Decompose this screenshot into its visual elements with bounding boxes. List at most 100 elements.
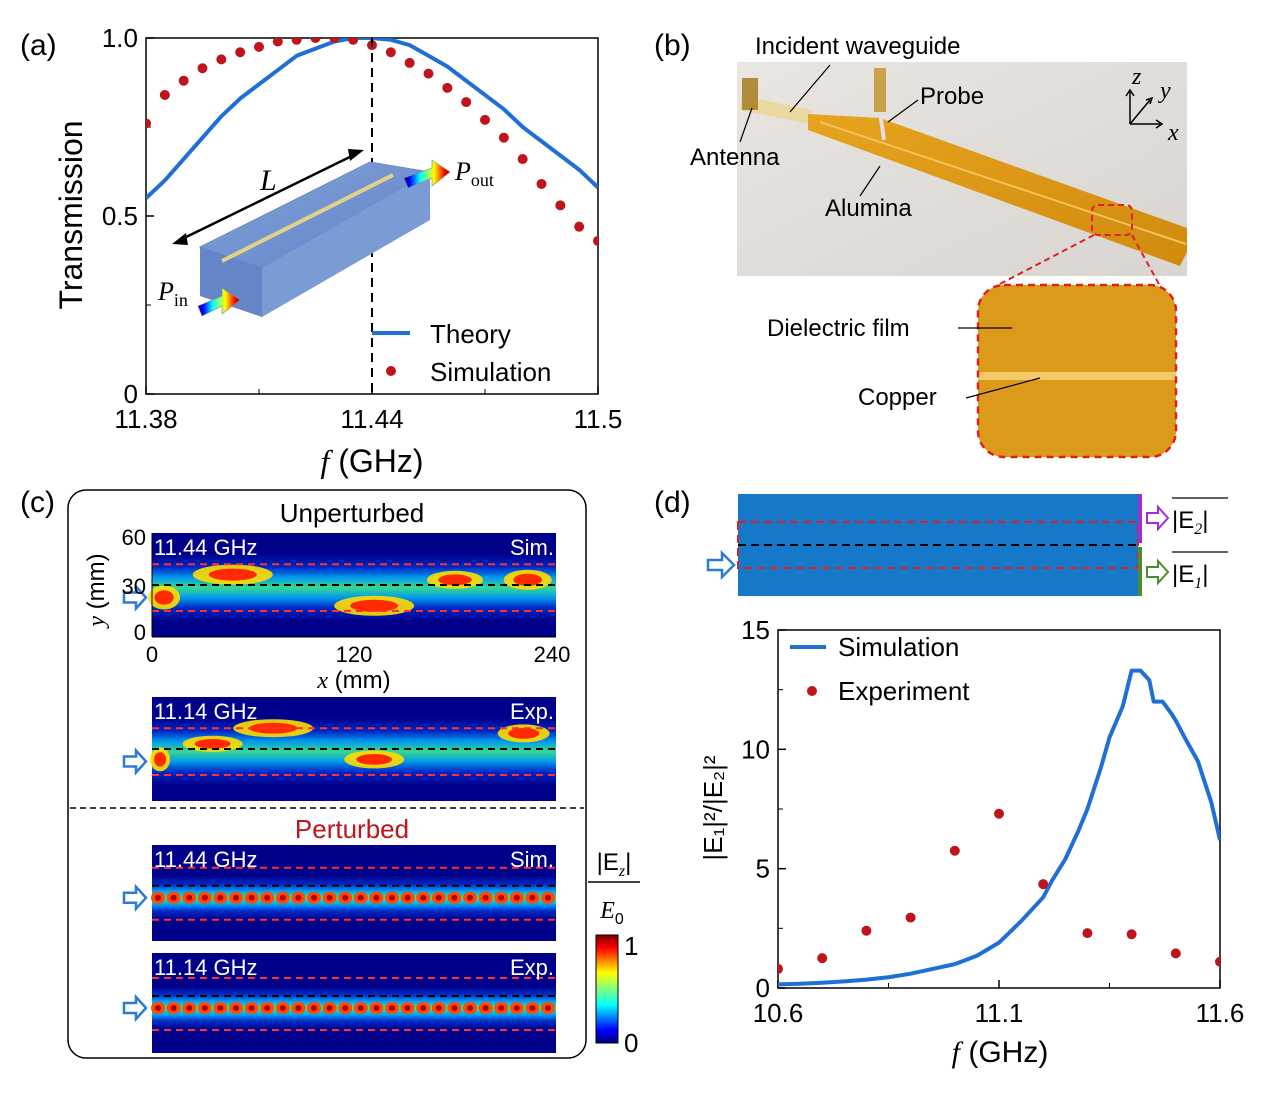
- input-arrow-icon: [706, 549, 736, 581]
- map-frequency-label: 11.44 GHz: [154, 847, 258, 872]
- x-tick-120: 120: [336, 642, 373, 667]
- x-tick-label: 10.6: [753, 998, 804, 1028]
- dielectric-film-label: Dielectric film: [767, 315, 910, 342]
- field-hotspot-core: [201, 1005, 208, 1011]
- data-point-simulation: [423, 68, 434, 79]
- unperturbed-title: Unperturbed: [280, 498, 425, 528]
- map-axes: 60 30 0 y (mm) 0 120 240 x (mm): [83, 525, 570, 694]
- probe-label: Probe: [920, 83, 984, 110]
- incident-waveguide-pointer: [789, 64, 831, 113]
- y-tick-label: 1.0: [102, 23, 138, 53]
- field-hotspot-core: [482, 894, 489, 901]
- field-hotspot-core: [217, 894, 224, 901]
- zoom-inset-border: [976, 283, 1178, 459]
- data-point-simulation: [480, 114, 490, 125]
- data-point-experiment: [1215, 956, 1220, 967]
- field-hotspot-core: [420, 1005, 427, 1011]
- data-point-simulation: [555, 200, 566, 211]
- field-hotspot-core: [467, 894, 473, 901]
- field-hotspot-core: [498, 894, 505, 901]
- x-tick-label: 11.6: [1196, 998, 1245, 1028]
- data-point-simulation: [404, 57, 415, 68]
- copper-pointer: [965, 377, 1041, 399]
- legend-sim-label: Simulation: [838, 632, 959, 662]
- field-hotspot-core: [295, 1005, 302, 1011]
- e1-label: |E1|: [1172, 561, 1208, 592]
- alumina-pointer: [859, 165, 881, 197]
- field-hotspot-core: [435, 1005, 442, 1011]
- data-point-experiment: [949, 845, 960, 856]
- antenna-label: Antenna: [690, 144, 780, 171]
- e2-arrow-icon: [1146, 504, 1170, 532]
- data-point-simulation: [235, 47, 246, 58]
- field-hotspot-core: [326, 1005, 333, 1011]
- x-axis-label-a: f (GHz): [320, 443, 423, 479]
- copper-line-photo: [819, 121, 1187, 245]
- input-arrow-icon: [122, 747, 148, 776]
- field-hotspot-core: [350, 599, 399, 612]
- antenna-pointer: [739, 107, 753, 143]
- field-hotspot-core: [279, 1005, 286, 1011]
- field-hotspot-core: [451, 1005, 458, 1011]
- probe-body: [874, 68, 886, 112]
- inset-waveguide-diagram: L Pout Pin: [157, 149, 494, 317]
- panel-d-label: (d): [654, 486, 691, 519]
- field-hotspot-core: [155, 1005, 161, 1011]
- e2-label: |E2|: [1172, 507, 1208, 538]
- field-hotspot-core: [404, 894, 411, 901]
- alumina-label: Alumina: [825, 195, 912, 222]
- field-hotspot-core: [342, 894, 349, 901]
- data-point-experiment: [817, 953, 828, 964]
- field-hotspot-core: [248, 894, 255, 901]
- field-hotspot-core: [186, 894, 193, 901]
- field-hotspot-core: [389, 1005, 395, 1011]
- field-hotspot-core: [438, 574, 472, 586]
- data-point-simulation: [178, 75, 189, 86]
- field-hotspot-core: [233, 894, 239, 901]
- incident-waveguide-label: Incident waveguide: [755, 33, 960, 60]
- field-hotspot-core: [404, 1005, 411, 1011]
- map-frequency-label: 11.44 GHz: [154, 535, 258, 560]
- colorbar-numerator: |Ez|: [597, 849, 632, 880]
- data-point-experiment: [778, 963, 783, 974]
- x-axis-label: x (mm): [316, 667, 390, 694]
- legend-exp-swatch: [807, 686, 817, 696]
- plot-series-area: [146, 38, 598, 246]
- x-tick-0: 0: [146, 642, 158, 667]
- field-hotspot-core: [248, 1005, 255, 1011]
- y-tick-label: 0: [756, 973, 770, 1003]
- x-axis-label-d: f (GHz): [952, 1036, 1049, 1069]
- legend-simulation-swatch: [386, 366, 396, 376]
- x-tick-label: 11.44: [340, 404, 403, 434]
- data-point-simulation: [517, 154, 528, 165]
- waveguide-strip: [221, 173, 394, 263]
- legend-exp-label: Experiment: [838, 676, 970, 706]
- x-tick-label: 11.5: [574, 404, 623, 434]
- panel-a-legend: Theory Simulation: [372, 319, 551, 387]
- e1-arrow-icon: [1146, 558, 1170, 586]
- y-tick-label: 0: [124, 379, 138, 409]
- panel-c-label: (c): [20, 486, 55, 519]
- x-tick-label: 11.38: [114, 404, 177, 434]
- data-point-simulation: [272, 38, 283, 47]
- series-line-simulation: [778, 668, 1220, 987]
- data-point-simulation: [348, 38, 359, 45]
- field-hotspot-core: [186, 1005, 193, 1011]
- input-arrow: [197, 287, 241, 317]
- data-point-simulation: [146, 118, 151, 129]
- data-point-simulation: [254, 41, 264, 52]
- field-hotspot-core: [201, 894, 208, 901]
- data-point-experiment: [861, 925, 872, 936]
- colorbar-denominator: E0: [599, 898, 624, 928]
- data-point-simulation: [216, 54, 227, 65]
- field-hotspot-core: [373, 1005, 380, 1011]
- y-axis-label-d: |E₁|²/|E₂|²: [698, 755, 728, 860]
- field-hotspot-core: [170, 894, 177, 901]
- zoom-source-box: [1091, 204, 1133, 236]
- axis-z-label: z: [1131, 64, 1142, 90]
- legend-theory-label: Theory: [430, 319, 511, 349]
- x-axis-label-unit: (GHz): [329, 443, 423, 479]
